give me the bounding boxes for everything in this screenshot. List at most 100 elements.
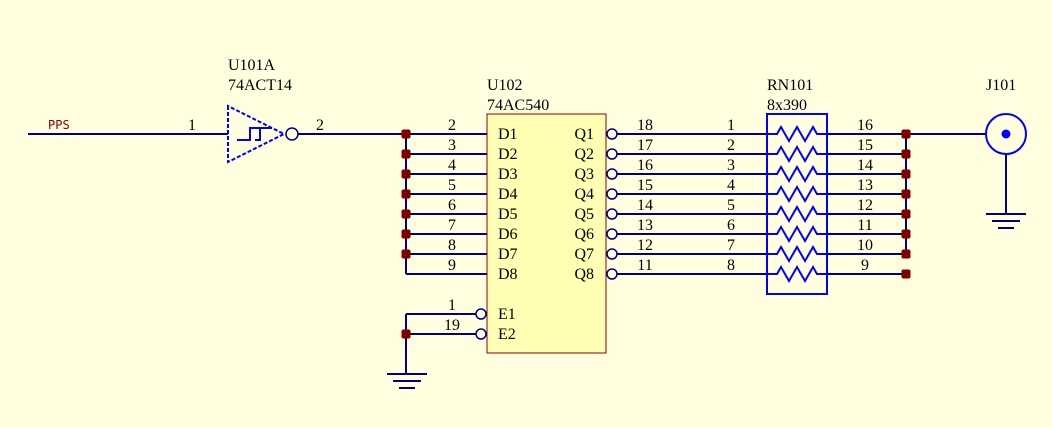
pin-name-q4: Q4 (574, 186, 594, 203)
resistor-zigzag-6 (767, 224, 827, 244)
pin-number-d8: 9 (448, 257, 456, 274)
pin-number-d5: 6 (448, 197, 456, 214)
pin-name-q6: Q6 (574, 226, 594, 243)
u102-buffer-ic[interactable]: U102 74AC540 2D13D24D35D46D57D68D79D818Q… (444, 77, 653, 354)
rn101-body (766, 113, 828, 295)
pin-number-q5: 14 (637, 197, 653, 214)
rn101-pin-right-1: 16 (857, 117, 873, 134)
pin-name-q2: Q2 (574, 146, 594, 163)
junction-d2 (401, 149, 411, 159)
resistor-zigzag-1 (767, 124, 827, 144)
junction-rn-out-3 (901, 169, 911, 179)
pin-number-q8: 11 (637, 257, 652, 274)
rn101-pin-right-5: 12 (857, 197, 873, 214)
junction-rn-out-6 (901, 229, 911, 239)
resistor-zigzag-7 (767, 244, 827, 264)
u101a-value: 74ACT14 (228, 77, 292, 94)
rn101-pin-right-2: 15 (857, 137, 873, 154)
pin-name-d7: D7 (498, 246, 518, 263)
pin-name-q5: Q5 (574, 206, 594, 223)
junction-d1 (401, 129, 411, 139)
pin-number-q4: 15 (637, 177, 653, 194)
inverted-output-bubble-q2 (606, 148, 618, 160)
pin-number-q2: 17 (637, 137, 653, 154)
inverted-input-bubble-e2 (475, 328, 487, 340)
pin-number-e2: 19 (444, 317, 460, 334)
ground-symbol-j101 (986, 213, 1026, 229)
schmitt-trigger-icon (237, 127, 272, 141)
resistor-zigzag-8 (767, 264, 827, 284)
rn101-pin-left-4: 4 (727, 177, 735, 194)
junction-rn-out-1 (901, 129, 911, 139)
u101a-inverter[interactable]: U101A 74ACT14 1 2 (188, 57, 324, 164)
resistor-zigzag-5 (767, 204, 827, 224)
inverted-output-bubble-q5 (606, 208, 618, 220)
rn101-pin-right-6: 11 (857, 217, 872, 234)
junction-rn-out-7 (901, 249, 911, 259)
pin-name-q8: Q8 (574, 266, 594, 283)
junction-d7 (401, 249, 411, 259)
pin-name-d8: D8 (498, 266, 518, 283)
junction-d4 (401, 189, 411, 199)
resistor-zigzag-4 (767, 184, 827, 204)
rn101-pin-left-8: 8 (727, 257, 735, 274)
junction-rn-out-2 (901, 149, 911, 159)
pin-number-d6: 7 (448, 217, 456, 234)
pin-name-q7: Q7 (574, 246, 594, 263)
pin-number-q3: 16 (637, 157, 653, 174)
u102-ref: U102 (487, 77, 523, 94)
junction-d6 (401, 229, 411, 239)
inverted-output-bubble-q8 (606, 268, 618, 280)
components: U101A 74ACT14 1 2 U102 74AC540 2D13D24D3… (48, 57, 1027, 389)
pin-number-d4: 5 (448, 177, 456, 194)
resistor-zigzag-3 (767, 164, 827, 184)
pin-number-q7: 12 (637, 237, 653, 254)
u102-body (486, 113, 607, 354)
u101a-ref: U101A (228, 57, 276, 74)
junction-d3 (401, 169, 411, 179)
rn101-pin-left-2: 2 (727, 137, 735, 154)
rn101-pin-left-1: 1 (727, 117, 735, 134)
rn101-pin-right-7: 10 (857, 237, 873, 254)
u101a-pin-in: 1 (188, 117, 196, 134)
pin-number-q1: 18 (637, 117, 653, 134)
j101-ref: J101 (986, 77, 1016, 94)
pin-name-e2: E2 (498, 326, 516, 343)
pin-name-d3: D3 (498, 166, 518, 183)
j101-bnc-connector[interactable]: J101 (985, 77, 1027, 214)
rn101-pin-right-8: 9 (861, 257, 869, 274)
u101a-pin-out: 2 (316, 117, 324, 134)
rn101-value: 8x390 (767, 97, 807, 114)
pin-number-d2: 3 (448, 137, 456, 154)
pin-name-d5: D5 (498, 206, 518, 223)
ground-symbol-enable (387, 373, 427, 389)
inverted-output-bubble-q7 (606, 248, 618, 260)
pin-number-d1: 2 (448, 117, 456, 134)
pin-number-d3: 4 (448, 157, 456, 174)
junction-rn-out-5 (901, 209, 911, 219)
junction-rn-out-4 (901, 189, 911, 199)
rn101-pin-left-3: 3 (727, 157, 735, 174)
pin-name-d2: D2 (498, 146, 518, 163)
junction-d5 (401, 209, 411, 219)
pin-name-q1: Q1 (574, 126, 594, 143)
rn101-pin-left-7: 7 (727, 237, 735, 254)
rn101-pin-right-4: 13 (857, 177, 873, 194)
pin-number-e1: 1 (448, 297, 456, 314)
junction-rn-out-8 (901, 269, 911, 279)
pin-name-d4: D4 (498, 186, 518, 203)
pin-name-e1: E1 (498, 306, 516, 323)
pin-name-d1: D1 (498, 126, 518, 143)
pin-name-d6: D6 (498, 226, 518, 243)
u102-value: 74AC540 (487, 97, 549, 114)
pin-number-q6: 13 (637, 217, 653, 234)
inverted-output-bubble-q1 (606, 128, 618, 140)
inverted-output-bubble-q4 (606, 188, 618, 200)
inverted-input-bubble-e1 (475, 308, 487, 320)
rn101-pin-left-5: 5 (727, 197, 735, 214)
inverted-output-bubble-q3 (606, 168, 618, 180)
